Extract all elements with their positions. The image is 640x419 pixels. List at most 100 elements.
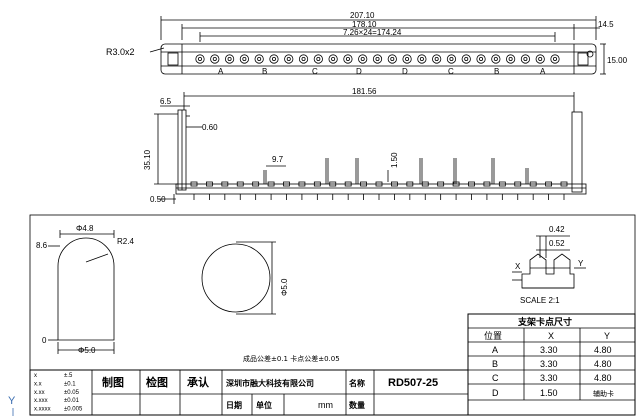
top-point-label: B	[262, 67, 267, 76]
dim-middle: 178.10	[352, 20, 377, 29]
front-pin-row	[190, 181, 568, 200]
front-pin-head	[560, 181, 568, 187]
top-pin-core	[271, 57, 276, 62]
support-row-c-pos: C	[492, 373, 499, 383]
top-pin-core	[538, 57, 543, 62]
support-header-y: Y	[604, 331, 610, 341]
top-pin-core	[242, 57, 247, 62]
support-header-x: X	[548, 331, 554, 341]
front-pin-head	[391, 181, 398, 187]
top-pin	[195, 54, 205, 64]
top-pin	[239, 54, 249, 64]
detail-view: 0.42 0.52 X Y SCALE 2:1	[512, 225, 586, 305]
dim-height-front: 35.10	[143, 149, 152, 170]
front-tall-contacts	[263, 158, 529, 184]
approve-cell: 承认	[187, 375, 210, 389]
top-point-label: C	[312, 67, 318, 76]
name-label: 名称	[349, 378, 365, 388]
tolerance-key: x.xxxx	[34, 407, 51, 413]
dim-050: 0.50	[150, 195, 166, 204]
support-row-a-x: 3.30	[540, 345, 558, 355]
tolerance-key: x.x	[34, 381, 42, 387]
top-pin	[432, 54, 442, 64]
front-view: 181.56 6.5 0.60 35.10 9.7 1.50 0.50	[143, 87, 587, 204]
top-pin	[313, 54, 323, 64]
top-pin	[402, 54, 412, 64]
support-row-b-pos: B	[492, 359, 498, 369]
draw-cell: 制图	[102, 375, 124, 389]
top-pin	[520, 54, 531, 64]
radius-label: R3.0x2	[106, 47, 135, 57]
corner-axis-label: Y	[8, 395, 16, 407]
top-pin	[506, 54, 516, 64]
unit-label: 单位	[256, 400, 272, 410]
top-pin-core	[464, 57, 469, 62]
dim-150: 1.50	[390, 152, 399, 168]
support-row-b-y: 4.80	[594, 359, 612, 369]
tolerance-value: ±0.005	[64, 407, 83, 413]
dim-side-top: 8.6	[36, 241, 48, 250]
top-pin-core	[316, 57, 321, 62]
top-pin-core	[390, 57, 395, 62]
dim-height-top: 15.00	[607, 56, 628, 65]
top-pin	[417, 54, 427, 64]
top-point-label: A	[218, 67, 224, 76]
top-pin-core	[434, 57, 439, 62]
front-pin-head	[236, 181, 244, 187]
circle-view: Φ5.0	[201, 241, 289, 315]
top-pin-core	[405, 57, 410, 62]
dim-right: 14.5	[598, 20, 614, 29]
dim-circle: Φ5.0	[280, 278, 289, 296]
support-header-pos: 位置	[484, 330, 502, 342]
top-pin	[298, 54, 309, 64]
support-table-title: 支架卡点尺寸	[517, 316, 572, 328]
top-pin-core	[508, 57, 513, 62]
dim-side-radius: R2.4	[117, 237, 134, 246]
front-pin-head	[190, 181, 198, 187]
top-pin	[491, 54, 501, 64]
top-pin	[254, 54, 264, 64]
top-point-label: D	[402, 67, 408, 76]
top-pin	[284, 54, 294, 64]
front-pin-head	[298, 181, 306, 187]
front-pin-head	[514, 181, 522, 187]
top-point-label: C	[448, 67, 454, 76]
support-row-c-x: 3.30	[540, 373, 558, 383]
top-pin	[328, 54, 338, 64]
top-pin	[461, 54, 471, 64]
front-pin-head	[267, 181, 275, 187]
dim-total: 207.10	[350, 11, 375, 20]
top-pin-core	[331, 57, 336, 62]
detail-scale: SCALE 2:1	[520, 296, 560, 305]
support-table: 支架卡点尺寸 位置 X Y A 3.30 4.80 B 3.30 4.80 C …	[467, 313, 636, 416]
top-pin	[387, 54, 397, 64]
detail-x: X	[515, 262, 521, 271]
dim-side-width: Φ4.8	[76, 224, 94, 233]
front-pin-head	[498, 181, 506, 187]
dim-left: 6.5	[160, 97, 172, 106]
dim-side-bottom: Φ5.0	[78, 346, 96, 355]
top-pin-core	[523, 57, 528, 62]
front-pin-head	[313, 181, 321, 187]
top-point-label: D	[356, 67, 362, 76]
check-cell: 检图	[146, 375, 168, 389]
top-pin	[358, 54, 368, 64]
top-pin-core	[479, 57, 484, 62]
front-pin-head	[206, 181, 213, 187]
support-row-a-pos: A	[492, 345, 498, 355]
dim-052: 0.52	[549, 239, 565, 248]
support-row-c-y: 4.80	[594, 373, 612, 383]
tolerance-key: x	[34, 373, 37, 379]
top-pin-core	[197, 57, 202, 62]
company-name: 深圳市融大科技有限公司	[226, 378, 314, 388]
tolerance-key: x.xx	[34, 390, 45, 396]
top-pin-core	[257, 57, 262, 62]
date-label: 日期	[226, 400, 242, 410]
dim-span: 181.56	[352, 87, 377, 96]
top-pin-core	[375, 57, 380, 62]
top-pin-core	[493, 57, 498, 62]
support-row-b-x: 3.30	[540, 359, 558, 369]
tolerance-key: x.xxx	[34, 398, 48, 404]
